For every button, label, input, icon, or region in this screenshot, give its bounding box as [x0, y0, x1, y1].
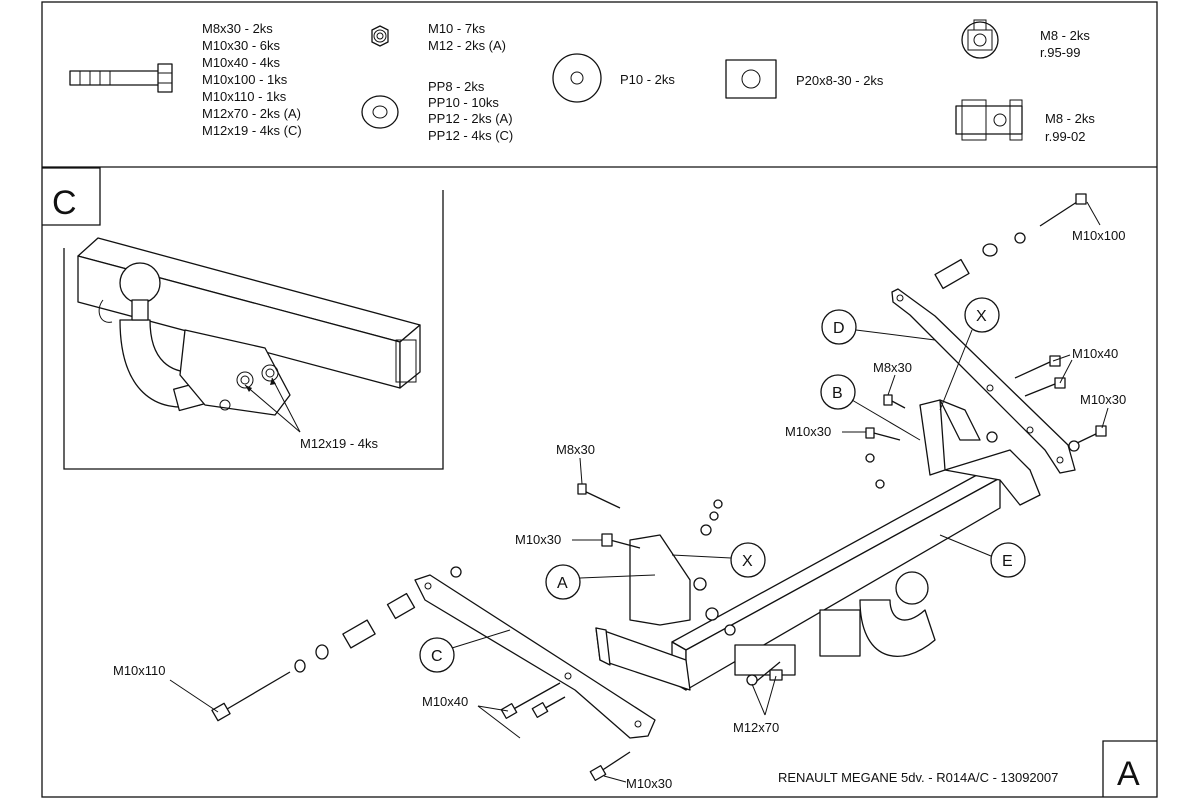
label-m12x70: M12x70	[733, 675, 779, 735]
legend-bolt-item: M8x30 - 2ks	[202, 21, 273, 36]
part-label-e: E	[939, 534, 1026, 578]
bracket-a	[595, 534, 691, 691]
legend-washer-item: PP8 - 2ks	[428, 79, 485, 94]
inset-callout: M12x19 - 4ks	[244, 377, 379, 451]
legend-bolt-item: M10x100 - 1ks	[202, 72, 288, 87]
bracket-c	[414, 574, 656, 739]
bracket-b	[919, 399, 1041, 506]
inset-corner-letter: C	[52, 184, 77, 222]
legend-square-washer-icon	[725, 59, 777, 99]
legend-nut-item: M12 - 2ks (A)	[428, 38, 506, 53]
legend-washer-item: PP10 - 10ks	[428, 95, 499, 110]
inset-callout-label: M12x19 - 4ks	[300, 436, 379, 451]
legend-nut-icon	[371, 25, 389, 47]
label-m10x30-left: M10x30	[515, 532, 602, 547]
svg-text:C: C	[431, 648, 443, 665]
legend-washer-item: PP12 - 2ks (A)	[428, 111, 513, 126]
legend-cage-nut-size: M8 - 2ks	[1045, 111, 1095, 126]
bolt-m10x30-bottom	[589, 751, 631, 781]
legend-washer-item: PP12 - 4ks (C)	[428, 128, 513, 143]
legend-cage-nut-round-icon	[961, 19, 999, 59]
bolt-m10x30-mid	[865, 427, 998, 489]
label-m10x110: M10x110	[113, 663, 219, 713]
bolts-m10x40-right	[1014, 355, 1066, 397]
legend-bolt-item: M10x30 - 6ks	[202, 38, 281, 53]
legend-bolt-item: M12x70 - 2ks (A)	[202, 106, 301, 121]
label-m10x30-bottom: M10x30	[603, 775, 672, 791]
inset-mount-plate	[179, 329, 291, 416]
part-label-x-mid: X	[671, 542, 766, 578]
bracket-d	[891, 288, 1076, 474]
drawing-frame	[41, 1, 1158, 798]
label-m10x40-right: M10x40	[1052, 346, 1118, 384]
legend-cage-nut-clip-icon	[955, 99, 1023, 141]
svg-text:M8x30: M8x30	[873, 360, 912, 375]
legend-bolt-item: M10x110 - 1ks	[202, 89, 287, 104]
bolt-m10x100	[934, 193, 1087, 290]
bolts-m12x70	[746, 661, 783, 686]
inset-detail: C M12	[42, 167, 444, 470]
label-m10x30-right: M10x30	[1080, 392, 1126, 429]
part-label-x-top: X	[939, 297, 1000, 411]
legend-nut-item: M10 - 7ks	[428, 21, 486, 36]
sheet-letter-box: A	[1102, 740, 1157, 797]
legend-cage-nut-size: M8 - 2ks	[1040, 28, 1090, 43]
legend-cage-nut-years: r.95-99	[1040, 45, 1080, 60]
legend-bolt-item: M12x19 - 4ks (C)	[202, 123, 302, 138]
legend-plain-washer-icon	[552, 53, 602, 103]
svg-text:M12x70: M12x70	[733, 720, 779, 735]
legend-bolt	[69, 63, 173, 93]
bolt-m8x30-left	[577, 483, 621, 509]
inset-corner-box	[42, 167, 101, 226]
label-m8x30-right: M8x30	[873, 360, 912, 396]
label-m10x40-left: M10x40	[422, 694, 521, 739]
svg-text:M10x30: M10x30	[626, 776, 672, 791]
svg-text:M10x40: M10x40	[1072, 346, 1118, 361]
svg-text:M8x30: M8x30	[556, 442, 595, 457]
legend-square-washer-label: P20x8-30 - 2ks	[796, 73, 884, 88]
svg-text:M10x100: M10x100	[1072, 228, 1125, 243]
svg-text:M10x110: M10x110	[113, 663, 166, 678]
svg-text:B: B	[832, 385, 843, 402]
nuts-left-stack	[450, 499, 736, 636]
part-label-c: C	[419, 629, 511, 673]
bolt-m8x30-right	[883, 394, 906, 409]
legend-bolt-item: M10x40 - 4ks	[202, 55, 281, 70]
drawing-title: RENAULT MEGANE 5dv. - R014A/C - 13092007	[778, 770, 1058, 785]
svg-text:M10x40: M10x40	[422, 694, 468, 709]
bolt-m10x110	[211, 671, 291, 722]
spacer-tubes-left	[294, 592, 416, 673]
part-label-d: D	[821, 309, 936, 345]
label-m10x100: M10x100	[1072, 201, 1125, 243]
svg-text:M10x30: M10x30	[515, 532, 561, 547]
bolt-m10x30-right	[1068, 425, 1107, 452]
part-label-b: B	[820, 374, 921, 441]
legend-bolt-list: M8x30 - 2ks M10x30 - 6ks M10x40 - 4ks M1…	[202, 21, 302, 138]
svg-text:M10x30: M10x30	[785, 424, 831, 439]
label-m10x30-mid: M10x30	[785, 424, 866, 439]
sheet-letter: A	[1117, 755, 1140, 793]
legend-plain-washer-label: P10 - 2ks	[620, 72, 675, 87]
inset-frame	[63, 190, 444, 470]
svg-text:X: X	[742, 553, 753, 570]
svg-text:M10x30: M10x30	[1080, 392, 1126, 407]
label-m8x30-left: M8x30	[556, 442, 595, 485]
towball-main	[734, 571, 936, 676]
svg-text:D: D	[833, 320, 845, 337]
legend-washer-icon	[361, 95, 399, 129]
svg-text:A: A	[557, 575, 568, 592]
svg-text:X: X	[976, 308, 987, 325]
legend-cage-nut-years: r.99-02	[1045, 129, 1085, 144]
svg-text:E: E	[1002, 553, 1013, 570]
part-label-a: A	[545, 564, 656, 600]
bolts-m10x40-left	[500, 682, 566, 719]
